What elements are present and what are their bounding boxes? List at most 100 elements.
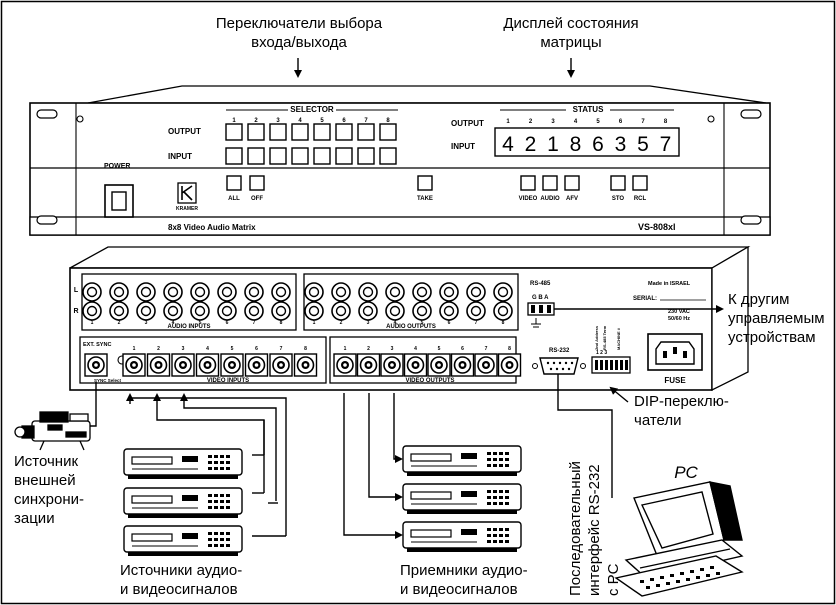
rs232-connector[interactable]	[539, 357, 579, 375]
audio-output-l-jack-3[interactable]	[358, 282, 378, 302]
audio-input-l-jack-4[interactable]	[163, 282, 183, 302]
video-input-bnc-4[interactable]	[195, 353, 220, 377]
video-input-bnc-6[interactable]	[244, 353, 269, 377]
video-button-label: VIDEO	[519, 196, 538, 202]
audio-output-l-jack-7[interactable]	[466, 282, 486, 302]
serial-callout-line-2: интерфейс RS-232	[586, 464, 603, 596]
audio-input-l-jack-6[interactable]	[217, 282, 237, 302]
off-button[interactable]	[249, 175, 265, 191]
take-button[interactable]	[417, 175, 433, 191]
audio-input-r-jack-3[interactable]	[136, 301, 156, 321]
other-devices-callout: К другим управляемым устройствам	[728, 290, 832, 347]
all-button[interactable]	[226, 175, 242, 191]
audio-input-r-jack-4[interactable]	[163, 301, 183, 321]
input-select-button-1[interactable]	[225, 147, 243, 165]
sto-button[interactable]	[610, 175, 626, 191]
video-input-bnc-8[interactable]	[293, 353, 318, 377]
audio-output-r-jack-2[interactable]	[331, 301, 351, 321]
svg-text:2nd Address: 2nd Address	[594, 325, 599, 350]
audio-input-r-jack-5[interactable]	[190, 301, 210, 321]
audio-input-r-jack-6[interactable]	[217, 301, 237, 321]
av-receivers-callout: Приемники аудио- и видеосигналов	[400, 561, 580, 599]
input-select-button-2[interactable]	[247, 147, 265, 165]
audio-input-l-jack-7[interactable]	[244, 282, 264, 302]
video-output-bnc-4[interactable]	[403, 353, 428, 377]
input-select-button-8[interactable]	[379, 147, 397, 165]
video-output-bnc-1[interactable]	[333, 353, 357, 377]
selector-channel-number-1: 1	[232, 118, 236, 124]
input-select-button-6[interactable]	[335, 147, 353, 165]
audio-output-r-jack-5[interactable]	[412, 301, 432, 321]
audio-output-r-jack-8[interactable]	[493, 301, 513, 321]
model-name: VS-808xl	[638, 222, 676, 232]
video-output-bnc-8[interactable]	[497, 353, 522, 377]
video-input-bnc-1[interactable]	[122, 353, 146, 377]
audio-output-number-3: 3	[367, 320, 370, 326]
audio-output-r-jack-1[interactable]	[304, 301, 324, 321]
audio-input-l-jack-2[interactable]	[109, 282, 129, 302]
audio-input-r-jack-7[interactable]	[244, 301, 264, 321]
audio-button[interactable]	[542, 175, 558, 191]
selector-channel-number-6: 6	[342, 118, 346, 124]
fuse-label: FUSE	[664, 376, 686, 385]
video-output-bnc-2[interactable]	[356, 353, 381, 377]
video-output-bnc-5[interactable]	[427, 353, 451, 377]
power-spec-voltage: 230 VAC	[668, 309, 690, 315]
audio-inputs-label: AUDIO INPUTS	[167, 324, 210, 330]
audio-input-l-jack-1[interactable]	[82, 282, 102, 302]
output-select-button-5[interactable]	[313, 123, 331, 141]
input-select-button-4[interactable]	[291, 147, 309, 165]
rcl-button[interactable]	[632, 175, 648, 191]
audio-output-l-jack-1[interactable]	[304, 282, 324, 302]
audio-output-l-jack-2[interactable]	[331, 282, 351, 302]
status-digit-1: 4	[502, 133, 514, 156]
audio-input-l-jack-8[interactable]	[271, 282, 291, 302]
audio-output-l-jack-6[interactable]	[439, 282, 459, 302]
audio-output-l-jack-5[interactable]	[412, 282, 432, 302]
audio-output-l-jack-4[interactable]	[385, 282, 405, 302]
audio-input-l-jack-3[interactable]	[136, 282, 156, 302]
video-output-bnc-7[interactable]	[474, 353, 498, 377]
ext-sync-bnc[interactable]	[84, 353, 108, 377]
audio-input-l-jack-5[interactable]	[190, 282, 210, 302]
audio-outputs-block	[303, 273, 519, 331]
audio-input-r-jack-1[interactable]	[82, 301, 102, 321]
audio-output-l-jack-8[interactable]	[493, 282, 513, 302]
video-outputs-label: VIDEO OUTPUTS	[405, 378, 454, 384]
video-input-bnc-7[interactable]	[269, 353, 293, 377]
audio-output-r-jack-3[interactable]	[358, 301, 378, 321]
audio-input-r-jack-8[interactable]	[271, 301, 291, 321]
sto-button-label: STO	[612, 196, 625, 202]
audio-input-r-jack-2[interactable]	[109, 301, 129, 321]
video-output-bnc-6[interactable]	[450, 353, 475, 377]
audio-output-r-jack-6[interactable]	[439, 301, 459, 321]
av-receiver-3	[402, 521, 522, 553]
output-select-button-4[interactable]	[291, 123, 309, 141]
status-callout: Дисплей состояния матрицы	[486, 14, 656, 52]
video-input-bnc-2[interactable]	[146, 353, 171, 377]
audio-input-number-6: 6	[226, 320, 229, 326]
input-select-button-5[interactable]	[313, 147, 331, 165]
audio-input-number-2: 2	[118, 320, 121, 326]
input-select-button-3[interactable]	[269, 147, 287, 165]
afv-button[interactable]	[564, 175, 580, 191]
input-select-button-7[interactable]	[357, 147, 375, 165]
video-output-number-8: 8	[508, 346, 511, 352]
sync-source-line-2: внешней	[14, 472, 76, 489]
video-input-bnc-5[interactable]	[220, 353, 244, 377]
status-output-label: OUTPUT	[451, 119, 484, 128]
output-select-button-1[interactable]	[225, 123, 243, 141]
output-select-button-6[interactable]	[335, 123, 353, 141]
video-input-number-2: 2	[157, 346, 160, 352]
output-select-button-2[interactable]	[247, 123, 265, 141]
dip-callout-line-2: чатели	[634, 412, 682, 429]
output-select-button-7[interactable]	[357, 123, 375, 141]
video-output-bnc-3[interactable]	[380, 353, 404, 377]
audio-output-r-jack-4[interactable]	[385, 301, 405, 321]
output-select-button-8[interactable]	[379, 123, 397, 141]
video-button[interactable]	[520, 175, 536, 191]
video-input-bnc-3[interactable]	[171, 353, 195, 377]
output-select-button-3[interactable]	[269, 123, 287, 141]
audio-output-r-jack-7[interactable]	[466, 301, 486, 321]
